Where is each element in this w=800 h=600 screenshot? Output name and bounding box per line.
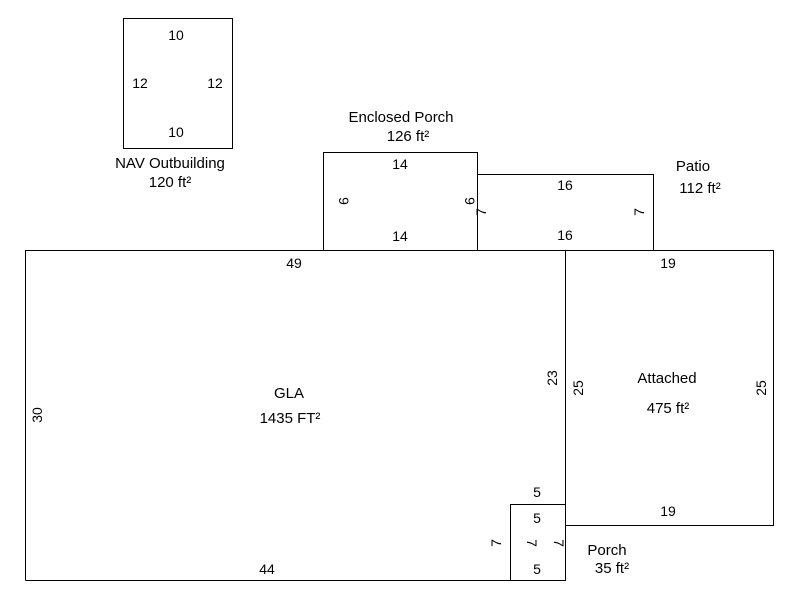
porch-dim-top: 5	[533, 510, 541, 526]
patio-dim-bottom: 16	[557, 227, 573, 243]
outbuilding-dim-bottom: 10	[168, 124, 184, 140]
gla-dim-step-top: 5	[533, 484, 541, 500]
enclosed-porch-dim-right: 9	[462, 197, 478, 205]
enclosed-porch-name: Enclosed Porch	[348, 109, 453, 126]
porch-dim-bottom: 5	[533, 561, 541, 577]
gla-dim-bottom: 44	[259, 561, 275, 577]
attached-dim-left: 25	[570, 380, 586, 396]
enclosed-porch-dim-top: 14	[392, 156, 408, 172]
porch-area-value: 35 ft²	[595, 560, 629, 577]
porch-area[interactable]: 5 5 7 7 Porch 35 ft²	[510, 504, 630, 581]
attached-area-value: 475 ft²	[647, 400, 690, 417]
gla-area-value: 1435 FT²	[260, 410, 321, 427]
outbuilding-name: NAV Outbuilding	[115, 155, 225, 172]
porch-dim-left: 7	[524, 539, 540, 547]
gla-dim-left: 30	[29, 407, 45, 423]
patio-area-value: 112 ft²	[679, 180, 720, 197]
gla-dim-right: 23	[544, 370, 560, 386]
patio-dim-left: 7	[473, 208, 489, 216]
gla-area[interactable]: GLA 1435 FT² 49 44 30 23 5 7	[25, 250, 566, 581]
patio-dim-top: 16	[557, 177, 573, 193]
porch-dim-right: 7	[551, 539, 567, 547]
patio-dim-right: 7	[631, 208, 647, 216]
gla-name: GLA	[274, 385, 304, 402]
outbuilding-dim-top: 10	[168, 27, 184, 43]
attached-name: Attached	[637, 370, 696, 387]
gla-dim-top: 49	[286, 255, 302, 271]
attached-dim-bottom: 19	[660, 503, 676, 519]
attached-dim-top: 19	[660, 255, 676, 271]
porch-name: Porch	[587, 542, 626, 559]
enclosed-porch-dim-bottom: 14	[392, 228, 408, 244]
outbuilding-outline	[123, 18, 233, 149]
outbuilding-dim-right: 12	[207, 75, 223, 91]
outbuilding-dim-left: 12	[132, 75, 148, 91]
enclosed-porch-dim-left: 9	[336, 197, 352, 205]
enclosed-porch-area-value: 126 ft²	[387, 128, 430, 145]
patio-area[interactable]: Patio 112 ft² 16 16 7 7	[473, 158, 721, 251]
porch-outline	[510, 504, 566, 581]
attached-area[interactable]: Attached 475 ft² 19 19 25 25	[565, 250, 774, 526]
patio-name: Patio	[676, 158, 710, 175]
attached-outline	[565, 250, 774, 526]
outbuilding-area[interactable]: 10 12 12 10 NAV Outbuilding 120 ft²	[115, 18, 233, 192]
gla-dim-step-side: 7	[488, 539, 504, 547]
enclosed-porch-area[interactable]: Enclosed Porch 126 ft² 14 14 9 9	[323, 109, 479, 251]
outbuilding-area-value: 120 ft²	[149, 174, 192, 191]
attached-dim-right: 25	[753, 380, 769, 396]
